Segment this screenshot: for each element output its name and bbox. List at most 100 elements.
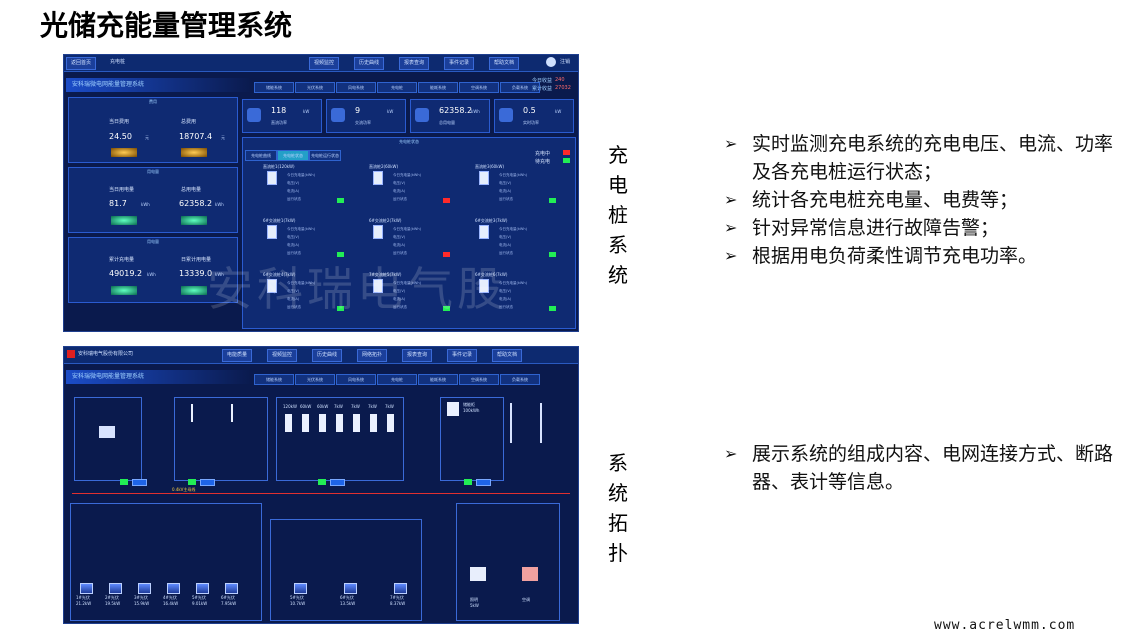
hvac-load-icon [522, 567, 538, 581]
energy-icon [111, 286, 137, 295]
total-income-label: 累计收益 [532, 86, 553, 92]
pv-name: 6#光伏 [221, 595, 235, 600]
charger-card[interactable]: 6#交流桩6(7kW)今日充电量(kWh)电压(V)电流(A)运行状态 [475, 272, 575, 312]
charger-field-label: 运行状态 [499, 197, 513, 201]
feature-text: 根据用电负荷柔性调节充电功率。 [752, 245, 1038, 267]
charger-field-label: 今日充电量(kWh) [287, 227, 315, 231]
nav-tab[interactable]: 负载系统 [500, 82, 540, 93]
fee-unit: 元 [221, 135, 225, 140]
charger-card[interactable]: 6#交流桩1(7kW)今日充电量(kWh)电压(V)电流(A)运行状态 [263, 218, 363, 258]
charger-name: 6#交流桩6(7kW) [475, 272, 508, 277]
main-bus-line [72, 493, 570, 494]
charger-field-label: 电流(A) [393, 243, 406, 247]
charger-name: 6#交流桩1(7kW) [263, 218, 296, 223]
nav-tab[interactable]: 储能系统 [254, 82, 294, 93]
charger-card[interactable]: 7#交流桩5(7kW)今日充电量(kWh)电压(V)电流(A)运行状态 [369, 272, 469, 312]
help-doc-button[interactable]: 帮助文档 [489, 57, 520, 70]
load-name: 空调 [522, 597, 530, 602]
event-log-button[interactable]: 事件记录 [444, 57, 475, 70]
nav-tab[interactable]: 空调系统 [459, 374, 499, 385]
logout-link[interactable]: 注销 [560, 59, 571, 65]
today-fee-value: 24.50 [109, 132, 132, 141]
kpi-value: 118 [271, 106, 287, 115]
help-doc-button[interactable]: 帮助文档 [492, 349, 523, 362]
charger-card[interactable]: 直流桩1(120kW)今日充电量(kWh)电压(V)电流(A)运行状态 [263, 164, 363, 204]
section-label-topology: 系统拓扑 [608, 451, 628, 565]
energy-unit: kWh [141, 202, 150, 207]
charger-card[interactable]: 6#交流桩2(7kW)今日充电量(kWh)电压(V)电流(A)运行状态 [369, 218, 469, 258]
legend-charging: 充电中 [535, 151, 551, 157]
nav-tab[interactable]: 能耗系统 [418, 374, 458, 385]
kpi-label: 实时功率 [523, 120, 539, 125]
avatar[interactable] [546, 57, 556, 67]
charger-card[interactable]: 直流桩2(60kW)今日充电量(kWh)电压(V)电流(A)运行状态 [369, 164, 469, 204]
sub-tab[interactable]: 充电桩运行状态 [309, 150, 341, 161]
nav-tab[interactable]: 光伏系统 [295, 82, 335, 93]
breaker-button[interactable] [476, 479, 491, 486]
sub-tab[interactable]: 充电桩曲线 [245, 150, 277, 161]
report-query-button[interactable]: 报表查询 [402, 349, 433, 362]
feature-bullet: ➢统计各充电桩充电量、电费等； [722, 186, 1122, 214]
charger-field-label: 电压(V) [499, 181, 512, 185]
storage-label: 储能柜 [463, 402, 475, 407]
nav-tab[interactable]: 风电系统 [336, 82, 376, 93]
kpi-label: 总用电量 [439, 120, 455, 125]
pv-power: 15.9kW [134, 601, 150, 606]
charger-field-label: 今日充电量(kWh) [393, 227, 421, 231]
feature-bullet: ➢针对异常信息进行故障告警； [722, 214, 1122, 242]
nav-tab[interactable]: 充电桩 [377, 82, 417, 93]
topology-screenshot: 安科瑞电气股份有限公司 电能质量 视频监控 历史曲线 网络拓扑 报表查询 事件记… [63, 346, 579, 624]
history-curve-button[interactable]: 历史曲线 [354, 57, 385, 70]
transmission-tower-icon [510, 403, 542, 443]
video-monitor-button[interactable]: 视频监控 [309, 57, 340, 70]
today-income-value: 240 [555, 77, 565, 83]
sub-tab[interactable]: 充电桩状态 [277, 150, 309, 161]
daily-usage-value: 13339.0 [179, 269, 213, 278]
video-monitor-button[interactable]: 视频监控 [267, 349, 298, 362]
battery-cabinet-icon [447, 402, 459, 416]
total-fee-value: 18707.4 [179, 132, 213, 141]
report-query-button[interactable]: 报表查询 [399, 57, 430, 70]
breaker-button[interactable] [330, 479, 345, 486]
energy-icon [111, 216, 137, 225]
bullet-arrow-icon: ➢ [724, 444, 738, 463]
power-quality-button[interactable]: 电能质量 [222, 349, 253, 362]
charger-card[interactable]: 直流桩3(60kW)今日充电量(kWh)电压(V)电流(A)运行状态 [475, 164, 575, 204]
nav-tab[interactable]: 储能系统 [254, 374, 294, 385]
breaker-button[interactable] [132, 479, 147, 486]
company-name: 安科瑞电气股份有限公司 [78, 351, 134, 357]
charger-name: 直流桩2(60kW) [369, 164, 399, 169]
charger-field-label: 电流(A) [287, 297, 300, 301]
charger-card[interactable]: 6#交流桩4(7kW)今日充电量(kWh)电压(V)电流(A)运行状态 [263, 272, 363, 312]
meter-icon [99, 426, 115, 438]
charger-field-label: 今日充电量(kWh) [499, 281, 527, 285]
charger-icon [387, 414, 394, 432]
nav-tab[interactable]: 充电桩 [377, 374, 417, 385]
nav-tab[interactable]: 能耗系统 [418, 82, 458, 93]
charger-card[interactable]: 6#交流桩3(7kW)今日充电量(kWh)电压(V)电流(A)运行状态 [475, 218, 575, 258]
nav-tab[interactable]: 风电系统 [336, 374, 376, 385]
usage-panel: 用电量 累计充电量 日累计用电量 49019.2 kWh 13339.0 kWh [68, 237, 238, 303]
charger-field-label: 今日充电量(kWh) [287, 173, 315, 177]
back-home-button[interactable]: 返回首页 [66, 57, 97, 70]
network-topology-button[interactable]: 网络拓扑 [357, 349, 388, 362]
pv-name: 4#光伏 [163, 595, 177, 600]
charger-status-panel: 充电桩状态 充电桩曲线充电桩状态充电桩运行状态 充电中 待充电 直流桩1(120… [242, 137, 576, 329]
panel-title: 费用 [149, 99, 157, 104]
charger-field-label: 今日充电量(kWh) [499, 227, 527, 231]
charger-icon [285, 414, 292, 432]
charger-rating: 7kW [351, 404, 360, 409]
breaker-button[interactable] [200, 479, 215, 486]
nav-tab[interactable]: 空调系统 [459, 82, 499, 93]
kpi-icon [499, 108, 513, 122]
nav-tab[interactable]: 光伏系统 [295, 374, 335, 385]
history-curve-button[interactable]: 历史曲线 [312, 349, 343, 362]
charger-field-label: 电压(V) [393, 289, 406, 293]
event-log-button[interactable]: 事件记录 [447, 349, 478, 362]
feature-bullet: ➢根据用电负荷柔性调节充电功率。 [722, 242, 1122, 270]
nav-tab[interactable]: 负载系统 [500, 374, 540, 385]
cumulative-charge-value: 49019.2 [109, 269, 143, 278]
